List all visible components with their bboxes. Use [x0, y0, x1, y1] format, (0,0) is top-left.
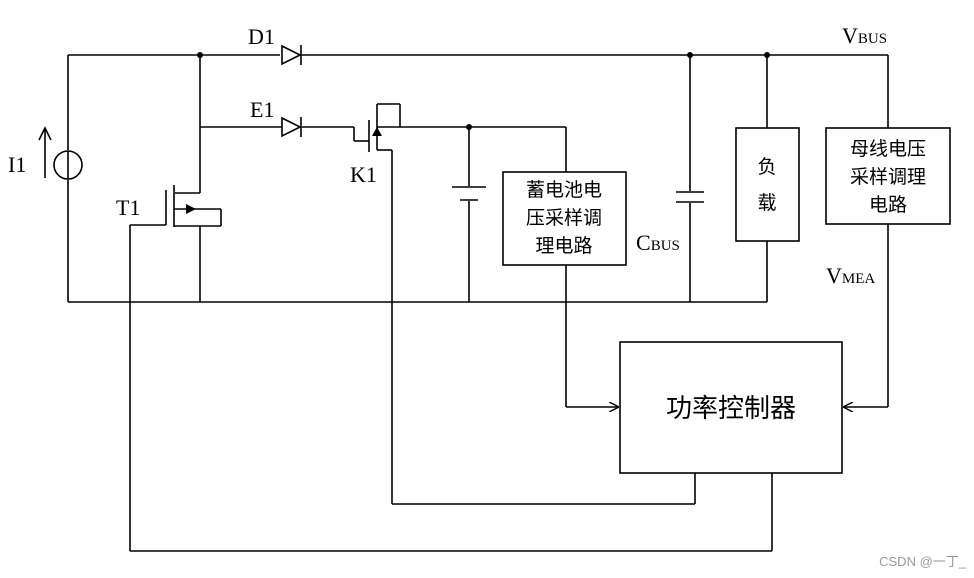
current-source-i1	[53, 55, 83, 302]
diode-e1	[281, 116, 302, 138]
k1-label: K1	[350, 162, 377, 187]
bus-capacitor	[676, 55, 704, 302]
k1-gate-drive-wire	[391, 163, 696, 505]
bus-sampling-line-2: 采样调理	[850, 166, 926, 188]
power-controller-block	[619, 341, 843, 474]
battery-sampling-wires	[469, 126, 567, 172]
d1-label: D1	[248, 24, 275, 49]
battery	[452, 127, 486, 302]
bus-sampling-line-1: 母线电压	[850, 138, 926, 160]
battery-sampling-line-1: 蓄电池电	[526, 179, 602, 201]
current-direction-arrow-icon	[38, 126, 52, 178]
diode-d1	[281, 44, 302, 66]
battery-sense-signal	[565, 265, 618, 407]
mosfet-t1	[130, 185, 222, 302]
load-line-1: 负	[757, 156, 776, 178]
bus-sense-signal	[844, 224, 889, 407]
battery-sampling-line-2: 压采样调	[526, 207, 602, 229]
load-line-2: 载	[757, 192, 776, 214]
cbus-label: CBUS	[636, 230, 680, 255]
load-block	[735, 127, 800, 242]
power-controller-label: 功率控制器	[666, 394, 796, 424]
t1-label: T1	[116, 195, 140, 220]
battery-sampling-block	[502, 171, 627, 266]
mosfet-k1	[353, 103, 469, 163]
top-bus-wire	[68, 54, 889, 128]
t1-gate-drive-wire	[129, 225, 773, 552]
watermark: CSDN @一丁_	[879, 554, 967, 569]
vbus-label: VBUS	[842, 23, 887, 48]
e1-label: E1	[250, 97, 274, 122]
bus-sampling-line-3: 电路	[869, 194, 907, 216]
vmea-label: VMEA	[826, 263, 875, 288]
i1-label: I1	[8, 152, 26, 177]
battery-sampling-line-3: 理电路	[535, 235, 592, 257]
